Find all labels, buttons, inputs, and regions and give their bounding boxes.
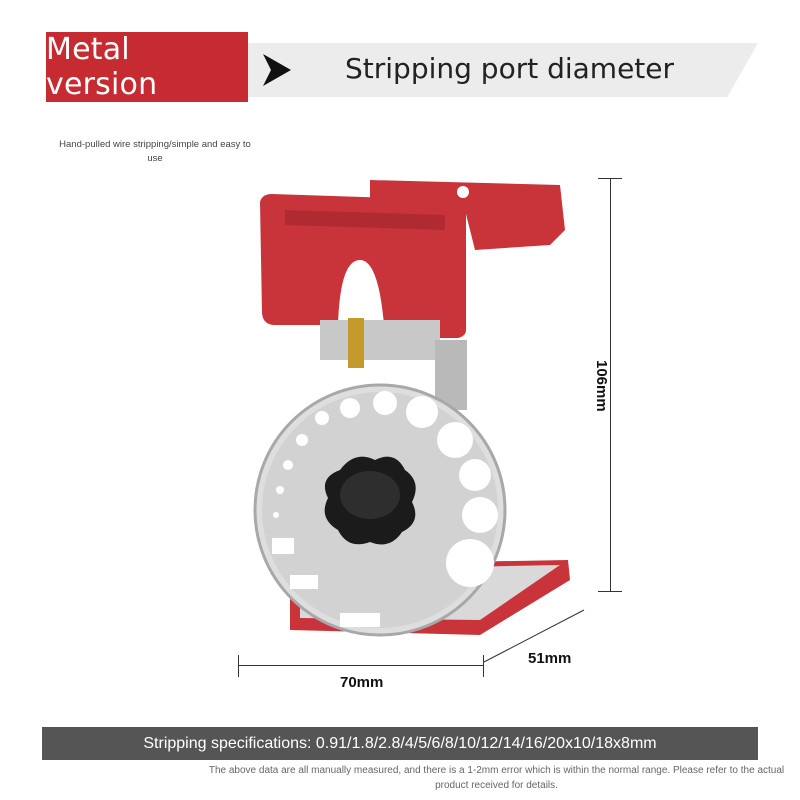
specifications-bar: Stripping specifications: 0.91/1.8/2.8/4… — [42, 727, 758, 760]
wire-stripper-image — [253, 180, 570, 637]
height-dimension-tick-top — [598, 178, 622, 179]
width-dimension-tick-right — [483, 655, 484, 677]
version-badge: Metal version — [46, 32, 248, 102]
depth-dimension-line — [483, 609, 585, 663]
width-dimension-label: 70mm — [340, 674, 384, 691]
header-band — [248, 43, 758, 97]
specifications-text: Stripping specifications: 0.91/1.8/2.8/4… — [143, 734, 657, 752]
product-caption: Hand-pulled wire stripping/simple and ea… — [59, 139, 251, 164]
depth-dimension-label: 51mm — [528, 650, 572, 667]
height-dimension-line — [610, 178, 611, 592]
measurement-note: The above data are all manually measured… — [208, 765, 785, 791]
width-dimension-line — [238, 665, 484, 666]
chevron-right-icon — [263, 54, 291, 86]
height-dimension-tick-bottom — [598, 591, 622, 592]
width-dimension-tick-left — [238, 655, 239, 677]
page-title: Stripping port diameter — [345, 52, 675, 85]
height-dimension-label: 106mm — [593, 360, 610, 412]
